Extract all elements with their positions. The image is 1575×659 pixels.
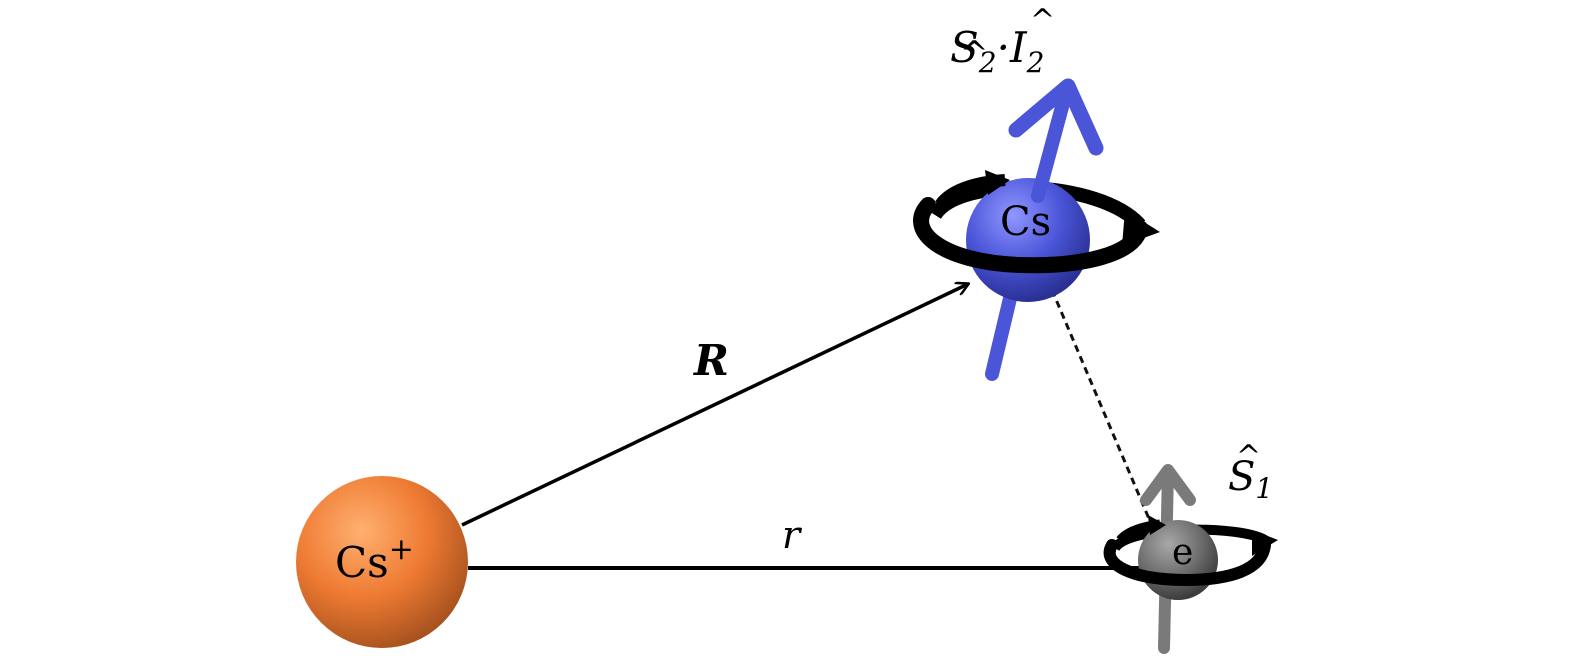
- cs-ion-label: Cs+: [335, 532, 414, 587]
- hat-s: ^: [960, 34, 989, 74]
- atom-spin-operator-label: ^ S2·I2 ^: [950, 3, 1055, 79]
- hat-s1: ^: [1236, 439, 1261, 474]
- cs-atom-label: Cs: [1000, 199, 1051, 245]
- hat-i: ^: [1030, 3, 1055, 38]
- electron-rotation-arrow-icon: [1103, 515, 1278, 587]
- vector-r-label: r: [782, 513, 803, 557]
- vector-R-arrow: [461, 284, 968, 527]
- cs-ion-particle: Cs+: [296, 476, 468, 648]
- atom-spin-arrow-icon: [1008, 78, 1104, 203]
- svg-text:S2·I2: S2·I2: [950, 23, 1044, 79]
- atom-electron-interaction-line: [1050, 289, 1160, 541]
- atom-operator-s: S: [950, 23, 979, 72]
- atom-operator-s-sub: 2: [978, 46, 997, 79]
- electron-operator-sub: 1: [1255, 472, 1273, 505]
- electron-operator-s: S: [1228, 454, 1255, 500]
- svg-text:S1: S1: [1228, 454, 1273, 505]
- electron-spin-operator-label: ^ S1: [1228, 439, 1273, 505]
- cs-atom-particle: Cs: [966, 178, 1090, 302]
- atom-spin-arrow-tail: [985, 283, 1019, 381]
- atom-rotation-arrow-icon: [913, 170, 1160, 274]
- atom-operator-i-sub: 2: [1026, 46, 1045, 79]
- atom-operator-dot: ·: [997, 23, 1010, 72]
- electron-label: e: [1172, 532, 1193, 573]
- vector-R-label: R: [693, 336, 729, 385]
- atom-operator-i: I: [1009, 23, 1028, 72]
